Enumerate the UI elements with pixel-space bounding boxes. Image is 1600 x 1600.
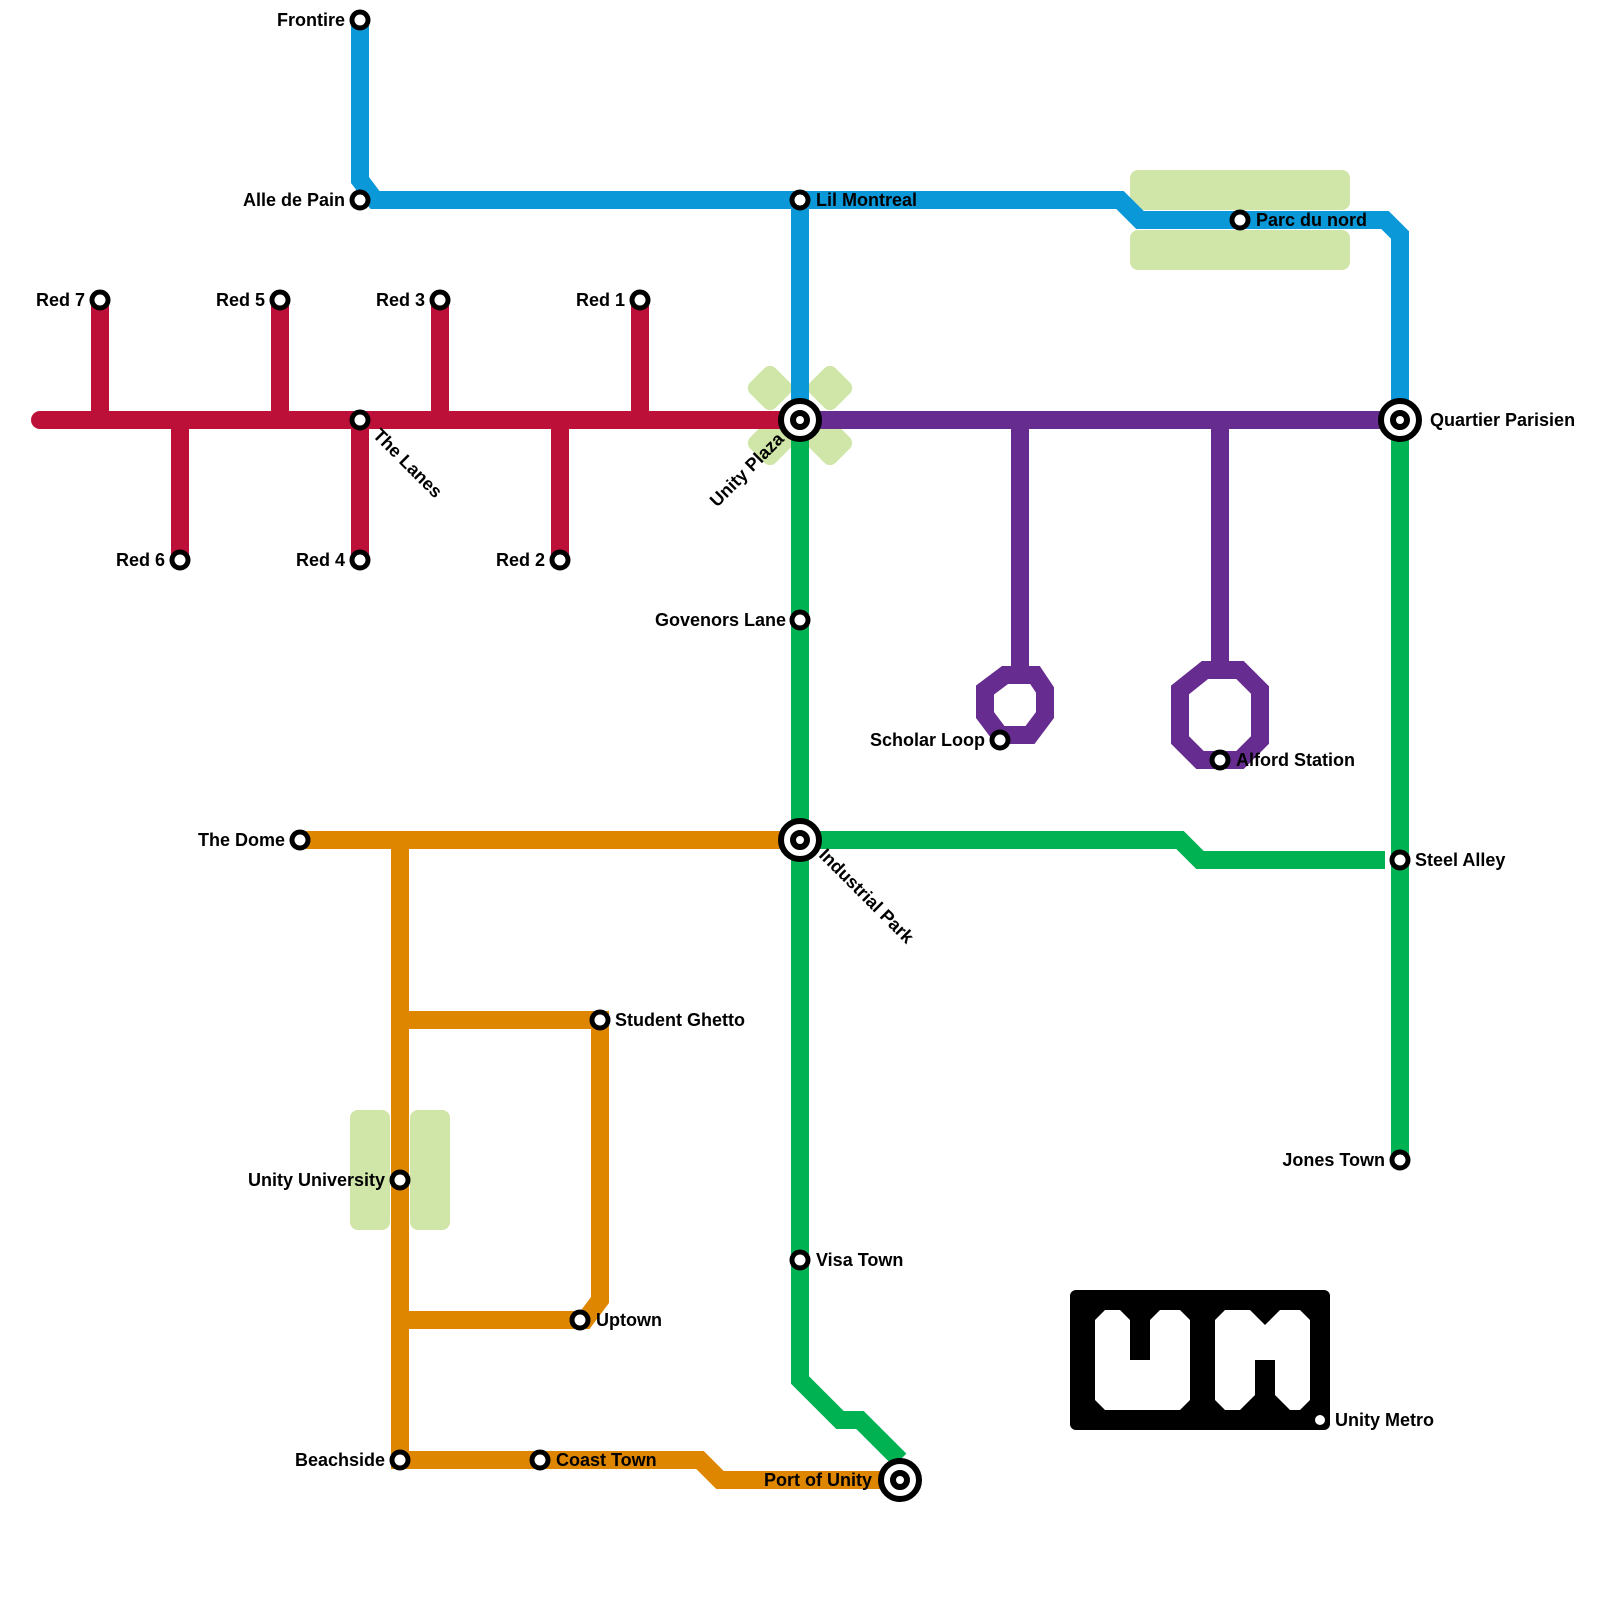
- label-red4: Red 4: [296, 550, 345, 570]
- label-industrial-park: Industrial Park: [815, 845, 918, 948]
- station-visa-town[interactable]: [789, 1249, 811, 1271]
- station-student-ghetto[interactable]: [589, 1009, 611, 1031]
- park-university-right: [410, 1110, 450, 1230]
- label-red7: Red 7: [36, 290, 85, 310]
- label-coast-town: Coast Town: [556, 1450, 657, 1470]
- park-university-left: [350, 1110, 390, 1230]
- label-govenors-lane: Govenors Lane: [655, 610, 786, 630]
- label-jones-town: Jones Town: [1282, 1150, 1385, 1170]
- station-coast-town[interactable]: [529, 1449, 551, 1471]
- label-red2: Red 2: [496, 550, 545, 570]
- station-govenors-lane[interactable]: [789, 609, 811, 631]
- station-alford-station[interactable]: [1209, 749, 1231, 771]
- park-unity-plaza: [747, 365, 853, 466]
- station-the-lanes[interactable]: [349, 409, 371, 431]
- label-red5: Red 5: [216, 290, 265, 310]
- station-red4[interactable]: [349, 549, 371, 571]
- label-quartier-parisien: Quartier Parisien: [1430, 410, 1575, 430]
- label-student-ghetto: Student Ghetto: [615, 1010, 745, 1030]
- parks: [350, 170, 1350, 1230]
- label-unity-university: Unity University: [248, 1170, 385, 1190]
- station-uptown[interactable]: [569, 1309, 591, 1331]
- station-red6[interactable]: [169, 549, 191, 571]
- station-alle-de-pain[interactable]: [349, 189, 371, 211]
- label-lil-montreal: Lil Montreal: [816, 190, 917, 210]
- label-frontire: Frontire: [277, 10, 345, 30]
- station-red5[interactable]: [269, 289, 291, 311]
- label-steel-alley: Steel Alley: [1415, 850, 1505, 870]
- label-unity-metro: Unity Metro: [1335, 1410, 1434, 1430]
- label-port-of-unity: Port of Unity: [764, 1470, 872, 1490]
- label-scholar-loop: Scholar Loop: [870, 730, 985, 750]
- label-the-lanes: The Lanes: [369, 425, 446, 502]
- park-parc-du-nord-top: [1130, 170, 1350, 210]
- station-unity-university[interactable]: [389, 1169, 411, 1191]
- station-the-dome[interactable]: [289, 829, 311, 851]
- label-parc-du-nord: Parc du nord: [1256, 210, 1367, 230]
- label-alle-de-pain: Alle de Pain: [243, 190, 345, 210]
- purple-line: [800, 411, 1400, 769]
- label-alford-station: Alford Station: [1236, 750, 1355, 770]
- label-uptown: Uptown: [596, 1310, 662, 1330]
- label-red6: Red 6: [116, 550, 165, 570]
- station-red3[interactable]: [429, 289, 451, 311]
- station-industrial-park-inner: [790, 830, 810, 850]
- station-unity-plaza-inner: [790, 410, 810, 430]
- red-line: [31, 300, 809, 560]
- station-red1[interactable]: [629, 289, 651, 311]
- station-port-of-unity-inner: [890, 1470, 910, 1490]
- label-beachside: Beachside: [295, 1450, 385, 1470]
- green-line: [791, 420, 1409, 1467]
- label-red3: Red 3: [376, 290, 425, 310]
- station-parc-du-nord[interactable]: [1229, 209, 1251, 231]
- label-unity-plaza: Unity Plaza: [706, 428, 789, 511]
- station-frontire[interactable]: [349, 9, 371, 31]
- station-beachside[interactable]: [389, 1449, 411, 1471]
- blue-line: [351, 20, 1409, 420]
- label-red1: Red 1: [576, 290, 625, 310]
- station-steel-alley[interactable]: [1389, 849, 1411, 871]
- station-quartier-parisien-inner: [1390, 410, 1410, 430]
- label-the-dome: The Dome: [198, 830, 285, 850]
- park-parc-du-nord-bottom: [1130, 230, 1350, 270]
- unity-metro-logo[interactable]: UM: [1070, 1290, 1330, 1430]
- orange-line: [300, 831, 900, 1489]
- station-jones-town[interactable]: [1389, 1149, 1411, 1171]
- station-scholar-loop[interactable]: [989, 729, 1011, 751]
- station-unity-metro[interactable]: [1311, 1411, 1329, 1429]
- station-lil-montreal[interactable]: [789, 189, 811, 211]
- label-visa-town: Visa Town: [816, 1250, 903, 1270]
- station-red7[interactable]: [89, 289, 111, 311]
- station-red2[interactable]: [549, 549, 571, 571]
